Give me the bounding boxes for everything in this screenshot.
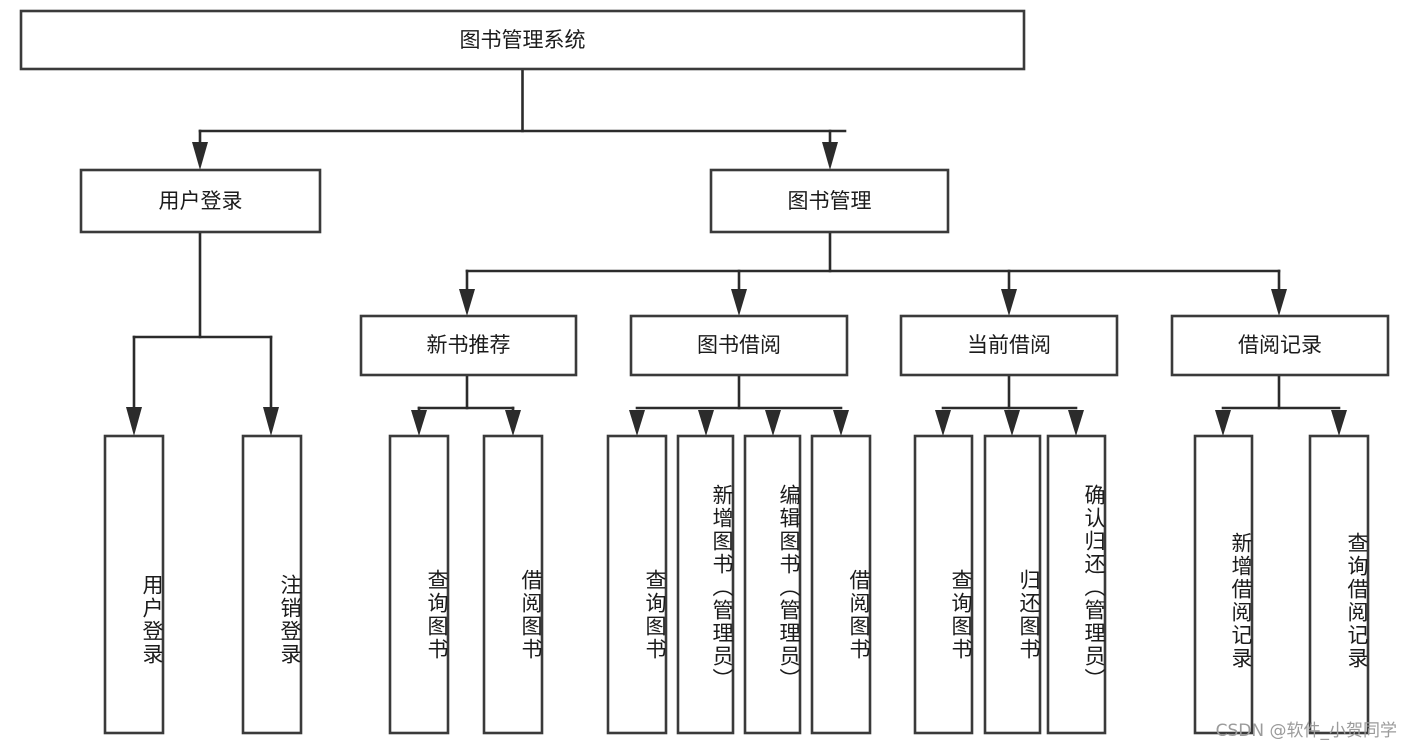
- node-new-book-recommend[interactable]: 新书推荐: [359, 314, 578, 377]
- arrow-head-br-add-record: [1215, 410, 1231, 436]
- arrow-head-cb-return-book: [1004, 410, 1020, 436]
- leaf-box-cb-confirm-return[interactable]: [1046, 434, 1107, 735]
- leaf-nodes: [103, 434, 1370, 735]
- node-current-borrow-box[interactable]: [899, 314, 1119, 377]
- leaf-box-bb-query-book[interactable]: [606, 434, 668, 735]
- leaf-box-br-add-record[interactable]: [1193, 434, 1254, 735]
- arrow-head-borrow-record: [1271, 289, 1287, 316]
- arrow-head-user-login: [192, 142, 208, 170]
- node-new-book-recommend-box[interactable]: [359, 314, 578, 377]
- node-borrow-record-label: 借阅记录: [1238, 333, 1322, 357]
- node-book-manage[interactable]: 图书管理: [709, 168, 950, 234]
- node-current-borrow[interactable]: 当前借阅: [899, 314, 1119, 377]
- node-book-borrow-box[interactable]: [629, 314, 849, 377]
- leaf-box-bb-borrow-book[interactable]: [810, 434, 872, 735]
- connector-group-current-borrow: [935, 373, 1084, 436]
- leaf-box-nbr-borrow-book[interactable]: [482, 434, 544, 735]
- leaf-box-user-login[interactable]: [103, 434, 165, 735]
- arrow-head-current-borrow: [1001, 289, 1017, 316]
- leaf-box-nbr-query-book[interactable]: [388, 434, 450, 735]
- connector-group-root: [192, 67, 847, 170]
- arrow-head-book-borrow: [731, 289, 747, 316]
- node-borrow-record-box[interactable]: [1170, 314, 1390, 377]
- arrow-head-cb-query-book: [935, 410, 951, 436]
- node-root-box[interactable]: [19, 9, 1026, 71]
- arrow-head-bb-add-book: [698, 410, 714, 436]
- leaf-box-logout[interactable]: [241, 434, 303, 735]
- csdn-watermark: CSDN @软件_小贺同学: [1215, 721, 1397, 741]
- arrow-head-new-book-rec: [459, 289, 475, 316]
- leaf-box-bb-add-book[interactable]: [676, 434, 735, 735]
- leaf-box-br-query-record[interactable]: [1308, 434, 1370, 735]
- connector-group-book-manage: [459, 230, 1287, 316]
- node-user-login-label: 用户登录: [159, 189, 243, 213]
- node-user-login-box[interactable]: [79, 168, 322, 234]
- node-new-book-recommend-label: 新书推荐: [427, 333, 511, 357]
- leaf-box-cb-return-book[interactable]: [983, 434, 1042, 735]
- leaf-box-cb-query-book[interactable]: [913, 434, 974, 735]
- arrow-head-bb-borrow-book: [833, 410, 849, 436]
- node-borrow-record[interactable]: 借阅记录: [1170, 314, 1390, 377]
- arrow-head-br-query-record: [1331, 410, 1347, 436]
- node-current-borrow-label: 当前借阅: [967, 333, 1051, 357]
- connector-group-book-borrow: [629, 373, 849, 436]
- node-book-borrow[interactable]: 图书借阅: [629, 314, 849, 377]
- arrow-head-bb-query-book: [629, 410, 645, 436]
- arrow-head-leaf-logout: [263, 407, 279, 436]
- arrow-head-cb-confirm-return: [1068, 410, 1084, 436]
- arrow-head-nbr-query-book: [411, 410, 427, 436]
- connector-group-borrow-record: [1215, 373, 1347, 436]
- leaf-box-bb-edit-book[interactable]: [743, 434, 802, 735]
- connector-group-new-book-rec: [411, 373, 521, 436]
- arrow-head-leaf-user-login: [126, 407, 142, 436]
- node-user-login[interactable]: 用户登录: [79, 168, 322, 234]
- node-root-label: 图书管理系统: [460, 28, 586, 52]
- node-book-manage-label: 图书管理: [788, 189, 872, 213]
- connector-group-user-login: [126, 230, 279, 436]
- arrow-head-book-manage: [822, 142, 838, 170]
- node-book-manage-box[interactable]: [709, 168, 950, 234]
- node-book-borrow-label: 图书借阅: [697, 333, 781, 357]
- node-root[interactable]: 图书管理系统: [19, 9, 1026, 71]
- arrow-head-nbr-borrow-book: [505, 410, 521, 436]
- arrow-head-bb-edit-book: [765, 410, 781, 436]
